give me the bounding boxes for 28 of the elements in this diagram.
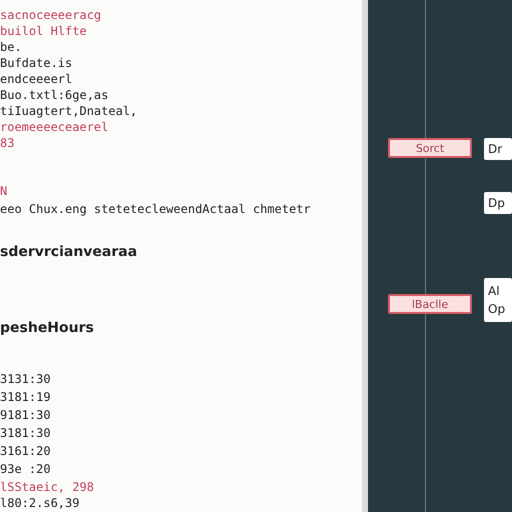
item-card: Dr	[484, 138, 512, 160]
code-line: sacnoceeeeracg	[0, 8, 102, 22]
code-line: builol Hlfte	[0, 24, 87, 38]
code-line: 3131:30	[0, 372, 51, 386]
code-line: N	[0, 184, 8, 198]
code-line: 93e :20	[0, 462, 51, 476]
item-card	[484, 278, 512, 322]
card-text: Op	[488, 301, 506, 318]
code-line: lSStaeic, 298	[0, 480, 94, 494]
heading-text: sdervrcianvearaa	[0, 244, 138, 260]
heading-text: pesheHours	[0, 320, 94, 336]
code-line: 83	[0, 136, 14, 150]
code-line: roemeeeeceaerel	[0, 120, 108, 134]
card-text: Al	[488, 283, 501, 300]
code-line: Buo.txtl:6ge,as	[0, 88, 108, 102]
code-line: endceeeerl	[0, 72, 72, 86]
code-line: 3161:20	[0, 444, 51, 458]
code-line: 3181:30	[0, 426, 51, 440]
code-line: l80:2.s6,39	[0, 496, 80, 510]
item-card: Dp	[484, 192, 512, 214]
highlight-box: Sorct	[388, 138, 472, 158]
code-line: Bufdate.is	[0, 56, 72, 70]
code-line: 3181:19	[0, 390, 51, 404]
code-line: eeo Chux.eng stetetecleweendActaal chmetetr	[0, 202, 311, 216]
highlight-box: lBaclle	[388, 294, 472, 314]
code-line: tiIuagtert,Dnateal,	[0, 104, 138, 118]
code-line: be.	[0, 40, 22, 54]
code-line: 9181:30	[0, 408, 51, 422]
